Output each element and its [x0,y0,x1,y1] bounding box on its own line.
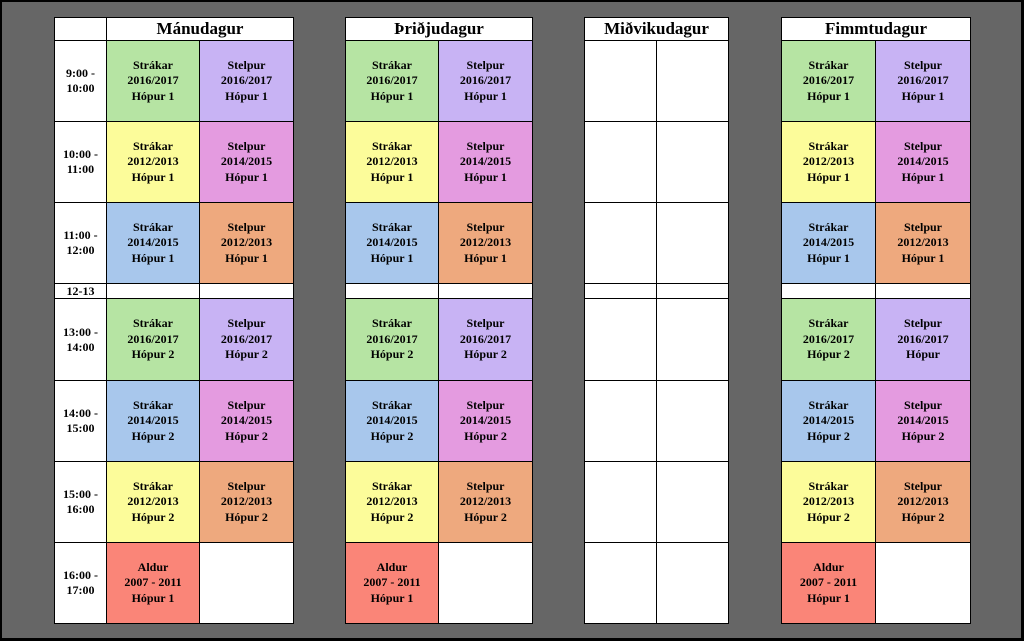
empty-slot [199,542,294,624]
empty-slot [781,283,876,299]
empty-slot [438,283,533,299]
empty-slot [584,298,657,381]
empty-slot [656,40,729,122]
empty-slot [656,121,729,203]
schedule-slot[interactable]: Aldur 2007 - 2011 Hópur 1 [106,542,200,624]
empty-slot [106,283,200,299]
schedule-slot[interactable]: Strákar 2014/2015 Hópur 2 [781,380,876,462]
schedule-slot[interactable]: Strákar 2016/2017 Hópur 1 [345,40,439,122]
schedule-slot[interactable]: Stelpur 2016/2017 Hópur 1 [199,40,294,122]
schedule-slot[interactable]: Strákar 2014/2015 Hópur 2 [106,380,200,462]
schedule-slot[interactable]: Strákar 2014/2015 Hópur 1 [106,202,200,284]
schedule-slot[interactable]: Stelpur 2012/2013 Hópur 2 [438,461,533,543]
schedule-slot[interactable]: Stelpur 2016/2017 Hópur [875,298,971,381]
schedule-slot[interactable]: Strákar 2016/2017 Hópur 2 [345,298,439,381]
schedule-slot[interactable]: Aldur 2007 - 2011 Hópur 1 [345,542,439,624]
schedule-slot[interactable]: Stelpur 2016/2017 Hópur 2 [438,298,533,381]
empty-slot [875,542,971,624]
schedule-slot[interactable]: Strákar 2012/2013 Hópur 2 [781,461,876,543]
empty-slot [656,283,729,299]
schedule-slot[interactable]: Stelpur 2012/2013 Hópur 1 [199,202,294,284]
schedule-slot[interactable]: Strákar 2012/2013 Hópur 1 [781,121,876,203]
schedule-slot[interactable]: Stelpur 2014/2015 Hópur 1 [438,121,533,203]
schedule-slot[interactable]: Strákar 2014/2015 Hópur 2 [345,380,439,462]
corner-cell [54,17,107,41]
empty-slot [656,542,729,624]
empty-slot [656,380,729,462]
empty-slot [584,283,657,299]
time-label: 14:00 - 15:00 [54,380,107,462]
time-label: 16:00 - 17:00 [54,542,107,624]
empty-slot [584,461,657,543]
schedule-slot[interactable]: Stelpur 2012/2013 Hópur 2 [875,461,971,543]
empty-slot [584,202,657,284]
day-header: Mánudagur [106,17,294,41]
schedule-slot[interactable]: Strákar 2012/2013 Hópur 1 [345,121,439,203]
schedule-slot[interactable]: Stelpur 2014/2015 Hópur 1 [199,121,294,203]
day-header: Þriðjudagur [345,17,533,41]
schedule-slot[interactable]: Strákar 2016/2017 Hópur 1 [781,40,876,122]
empty-slot [345,283,439,299]
time-label: 10:00 - 11:00 [54,121,107,203]
schedule-slot[interactable]: Stelpur 2016/2017 Hópur 1 [875,40,971,122]
empty-slot [656,461,729,543]
schedule-slot[interactable]: Stelpur 2014/2015 Hópur 2 [438,380,533,462]
empty-slot [584,121,657,203]
empty-slot [875,283,971,299]
schedule-slot[interactable]: Aldur 2007 - 2011 Hópur 1 [781,542,876,624]
schedule-slot[interactable]: Stelpur 2016/2017 Hópur 2 [199,298,294,381]
empty-slot [656,202,729,284]
time-label: 15:00 - 16:00 [54,461,107,543]
schedule-slot[interactable]: Strákar 2012/2013 Hópur 1 [106,121,200,203]
empty-slot [584,380,657,462]
schedule-slot[interactable]: Strákar 2014/2015 Hópur 1 [781,202,876,284]
schedule-slot[interactable]: Stelpur 2014/2015 Hópur 1 [875,121,971,203]
schedule-slot[interactable]: Strákar 2012/2013 Hópur 2 [345,461,439,543]
empty-slot [199,283,294,299]
empty-slot [584,542,657,624]
empty-slot [438,542,533,624]
schedule-slot[interactable]: Stelpur 2016/2017 Hópur 1 [438,40,533,122]
day-header: Fimmtudagur [781,17,971,41]
time-label: 12-13 [54,283,107,299]
schedule-slot[interactable]: Strákar 2016/2017 Hópur 2 [781,298,876,381]
schedule-slot[interactable]: Stelpur 2014/2015 Hópur 2 [875,380,971,462]
time-label: 9:00 - 10:00 [54,40,107,122]
schedule-slot[interactable]: Stelpur 2012/2013 Hópur 2 [199,461,294,543]
schedule-slot[interactable]: Stelpur 2012/2013 Hópur 1 [438,202,533,284]
schedule-slot[interactable]: Strákar 2014/2015 Hópur 1 [345,202,439,284]
schedule-slot[interactable]: Strákar 2016/2017 Hópur 2 [106,298,200,381]
schedule-slot[interactable]: Stelpur 2014/2015 Hópur 2 [199,380,294,462]
empty-slot [584,40,657,122]
time-label: 11:00 - 12:00 [54,202,107,284]
schedule-slot[interactable]: Strákar 2012/2013 Hópur 2 [106,461,200,543]
schedule-slot[interactable]: Strákar 2016/2017 Hópur 1 [106,40,200,122]
empty-slot [656,298,729,381]
day-header: Miðvikudagur [584,17,729,41]
time-label: 13:00 - 14:00 [54,298,107,381]
schedule-slot[interactable]: Stelpur 2012/2013 Hópur 1 [875,202,971,284]
